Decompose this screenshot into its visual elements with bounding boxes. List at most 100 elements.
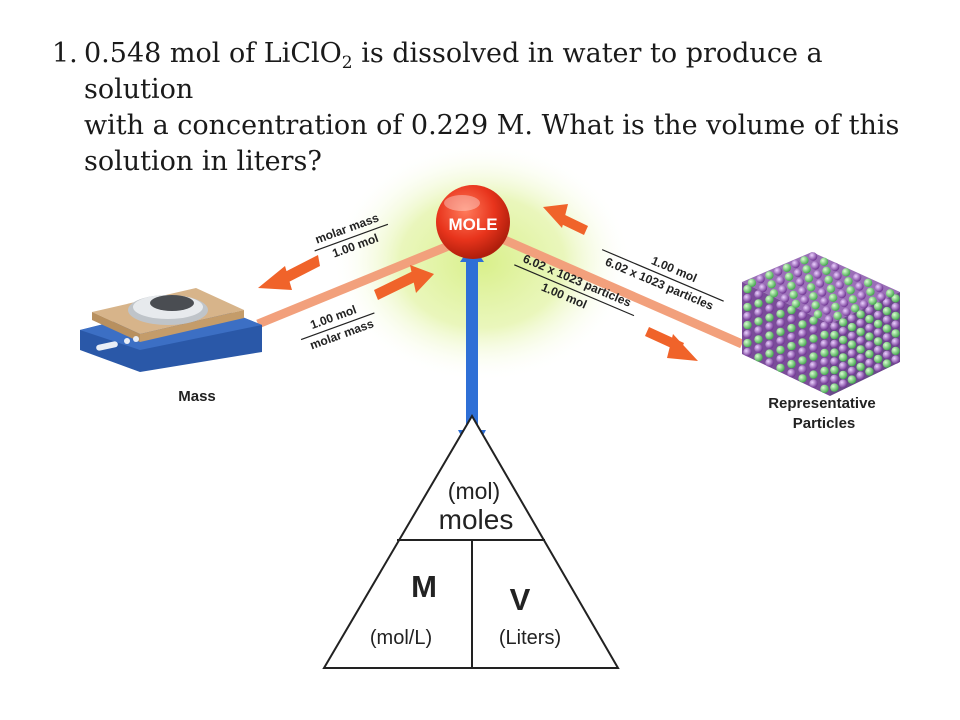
atom-dot bbox=[891, 311, 900, 321]
atom-dot bbox=[882, 315, 892, 325]
atom-dot bbox=[848, 295, 858, 304]
atom-dot bbox=[798, 356, 807, 365]
atom-dot bbox=[855, 282, 864, 291]
atom-dot bbox=[882, 359, 892, 368]
atom-dot bbox=[882, 298, 892, 307]
atom-dot bbox=[820, 321, 829, 331]
atom-dot bbox=[769, 289, 779, 298]
atom-dot bbox=[791, 259, 800, 269]
atom-dot bbox=[793, 268, 803, 278]
atom-dot bbox=[838, 326, 848, 336]
atom-dot bbox=[847, 314, 857, 323]
atom-dot bbox=[838, 335, 848, 345]
atom-dot bbox=[865, 367, 874, 376]
atom-dot bbox=[809, 370, 818, 379]
atom-dot bbox=[743, 329, 752, 339]
atom-dot bbox=[891, 355, 900, 364]
atom-dot bbox=[859, 300, 869, 309]
question-line2: with a concentration of 0.229 M. What is… bbox=[84, 110, 900, 141]
atom-dot bbox=[780, 294, 790, 303]
atom-dot bbox=[798, 347, 807, 356]
atom-dot bbox=[765, 271, 774, 280]
mass-label: Mass bbox=[178, 388, 216, 405]
atom-dot bbox=[847, 349, 857, 358]
particle-cube-icon bbox=[742, 252, 900, 396]
atom-dot bbox=[754, 335, 763, 344]
volume-unit: (Liters) bbox=[499, 627, 561, 649]
question-text: 0.548 mol of LiClO2 is dissolved in wate… bbox=[84, 36, 932, 180]
arrow-to-mole-from-mass bbox=[374, 265, 434, 300]
atom-dot bbox=[830, 339, 839, 349]
atom-dot bbox=[765, 358, 774, 367]
atom-dot bbox=[830, 322, 839, 331]
atom-dot bbox=[882, 350, 892, 360]
atom-dot bbox=[776, 336, 785, 346]
atom-dot bbox=[856, 327, 865, 337]
atom-dot bbox=[835, 280, 844, 290]
atom-dot bbox=[820, 357, 829, 367]
moles-unit: (mol) bbox=[448, 478, 500, 504]
atom-dot bbox=[833, 271, 842, 281]
molarity-label: M bbox=[411, 569, 437, 604]
atom-dot bbox=[837, 289, 847, 299]
atom-dot bbox=[806, 283, 816, 292]
left-connector-bar bbox=[256, 233, 470, 329]
atom-dot bbox=[776, 345, 785, 355]
arrow-to-mole-from-particles bbox=[543, 204, 588, 235]
atom-dot bbox=[802, 265, 811, 274]
atom-dot bbox=[826, 284, 836, 293]
atom-dot bbox=[758, 283, 768, 293]
atom-dot bbox=[863, 278, 873, 287]
atom-dot bbox=[882, 333, 892, 342]
atom-dot bbox=[787, 332, 796, 342]
atom-dot bbox=[856, 310, 865, 319]
atom-dot bbox=[802, 304, 812, 314]
atom-dot bbox=[765, 295, 774, 304]
atom-dot bbox=[831, 302, 840, 311]
atom-dot bbox=[776, 300, 785, 310]
atom-dot bbox=[820, 339, 829, 349]
atom-dot bbox=[865, 306, 874, 315]
atom-dot bbox=[754, 344, 763, 353]
atom-dot bbox=[800, 256, 809, 265]
atom-dot bbox=[830, 330, 839, 340]
atom-dot bbox=[891, 329, 900, 338]
atom-dot bbox=[743, 311, 752, 321]
atom-dot bbox=[873, 302, 883, 311]
particles-label-line2: Particles bbox=[793, 415, 856, 432]
atom-dot bbox=[882, 306, 892, 316]
atom-dot bbox=[787, 368, 796, 378]
atom-dot bbox=[765, 340, 774, 349]
atom-dot bbox=[847, 340, 857, 349]
atom-dot bbox=[798, 286, 807, 296]
atom-dot bbox=[838, 353, 848, 362]
atom-dot bbox=[754, 299, 763, 308]
atom-dot bbox=[765, 304, 774, 313]
atom-dot bbox=[824, 275, 833, 284]
atom-dot bbox=[841, 268, 851, 277]
atom-dot bbox=[856, 318, 865, 328]
atom-dot bbox=[865, 349, 874, 359]
atom-dot bbox=[800, 295, 809, 305]
atom-dot bbox=[838, 318, 848, 327]
atom-dot bbox=[813, 270, 822, 279]
atom-dot bbox=[782, 263, 792, 272]
question-block: 1. 0.548 mol of LiClO2 is dissolved in w… bbox=[52, 36, 932, 180]
atom-dot bbox=[815, 279, 825, 288]
atom-dot bbox=[822, 306, 831, 315]
atom-dot bbox=[873, 354, 883, 364]
atom-dot bbox=[882, 324, 892, 333]
atom-dot bbox=[839, 298, 849, 308]
atom-dot bbox=[743, 284, 752, 294]
atom-dot bbox=[865, 341, 874, 350]
atom-dot bbox=[885, 289, 895, 298]
atom-dot bbox=[838, 344, 848, 353]
atom-dot bbox=[811, 261, 820, 270]
atom-dot bbox=[822, 266, 831, 275]
atom-dot bbox=[820, 384, 829, 394]
mole-ball bbox=[436, 185, 510, 259]
atom-dot bbox=[811, 301, 820, 310]
volume-label: V bbox=[510, 582, 531, 617]
atom-dot bbox=[767, 280, 776, 289]
atom-dot bbox=[787, 281, 796, 290]
